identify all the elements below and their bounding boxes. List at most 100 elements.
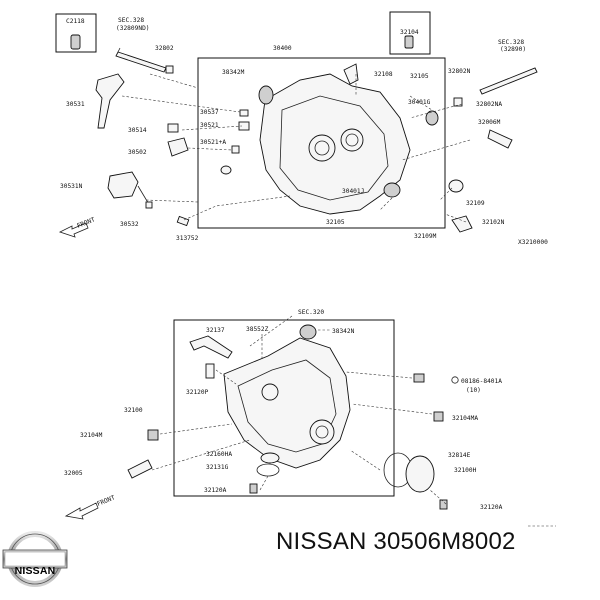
housing-frame: [197, 57, 446, 229]
label-30521a: 30521+A: [200, 139, 226, 146]
label-30537: 30537: [200, 109, 219, 116]
label-32802n: 32802N: [448, 68, 471, 75]
label-c2118: C2118: [66, 18, 85, 25]
label-32104m: 32104M: [80, 432, 103, 439]
label-38342m: 38342M: [222, 69, 245, 76]
p32108-part: [343, 63, 359, 85]
p08186-bolt: [413, 373, 425, 383]
p32120a-right-part: [439, 499, 448, 510]
housing-bore-2: [340, 128, 364, 152]
label-32109: 32109: [466, 200, 485, 207]
label-30514: 30514: [128, 127, 147, 134]
label-32109m: 32109M: [414, 233, 437, 240]
p32160ha-part: [260, 452, 280, 464]
p30521a-part: [231, 145, 240, 154]
label-30401j: 30401J: [342, 188, 364, 195]
label-32160ha: 32160HA: [206, 451, 232, 458]
part-number-caption: NISSAN 30506M8002: [276, 528, 516, 555]
front-arrow-lower-icon: [64, 502, 99, 520]
shift-rod-right: [479, 67, 538, 95]
p32109m-part: [451, 215, 473, 233]
label-32108: 32108: [374, 71, 393, 78]
p30532-part: [145, 201, 153, 209]
p32100h-cover: [405, 455, 435, 493]
label-32802na: 32802NA: [476, 101, 502, 108]
shift-fork-30531: [95, 73, 125, 129]
label-drawing-code: X3210000: [518, 239, 548, 246]
label-32802: 32802: [155, 45, 174, 52]
p32104-ref-box: [389, 11, 431, 55]
p32104ma-part: [433, 411, 444, 422]
c2118-ref-box: [55, 13, 97, 53]
bolt-symbol-icon: [451, 376, 459, 384]
label-30502: 30502: [128, 149, 147, 156]
label-sec328-right: SEC.328: [498, 39, 524, 46]
p38342m-seal: [258, 85, 274, 105]
p30537-part: [239, 109, 249, 117]
label-32102n: 32102N: [482, 219, 505, 226]
label-30401g: 30401G: [408, 99, 431, 106]
p32131g-part: [256, 463, 280, 477]
label-08186: 08186-8401A: [461, 378, 502, 385]
label-32120a-right: 32120A: [480, 504, 503, 511]
label-front-lower: FRONT: [96, 494, 116, 508]
label-32809nd: (32809ND): [116, 25, 150, 32]
p32137-lever: [189, 335, 233, 359]
label-32120p: 32120P: [186, 389, 209, 396]
shift-fork-30531n: [107, 171, 139, 199]
p32005-part: [127, 459, 153, 479]
lower-exploded-view: SEC.320 32137 38552Z 38342N 32120P 08186…: [64, 309, 556, 527]
label-32131g: 32131G: [206, 464, 229, 471]
label-32814e: 32814E: [448, 452, 471, 459]
label-313752: 313752: [176, 235, 199, 242]
p32104-part: [404, 35, 414, 49]
p32006m-part: [487, 129, 513, 149]
label-sec328-left: SEC.328: [118, 17, 144, 24]
p30401j-part: [383, 182, 401, 198]
label-32104: 32104: [400, 29, 419, 36]
label-32120a-left: 32120A: [204, 487, 227, 494]
p30514-part: [167, 123, 179, 133]
upper-exploded-view: C2118 SEC.328 (32809ND) 32802 30400 3210…: [55, 11, 548, 246]
nissan-logo-text: NISSAN: [14, 565, 56, 577]
label-32104ma: 32104MA: [452, 415, 478, 422]
p32802na-part: [453, 97, 463, 107]
label-front-upper: FRONT: [76, 216, 96, 230]
label-32100: 32100: [124, 407, 143, 414]
small-pin: [220, 165, 232, 175]
label-sec320: SEC.320: [298, 309, 324, 316]
nissan-logo-icon: [2, 531, 68, 587]
p32802-part: [165, 65, 174, 74]
label-30400: 30400: [273, 45, 292, 52]
label-08186-qty: (10): [466, 387, 481, 394]
p32104m-part: [147, 429, 159, 441]
housing-bore-1: [308, 134, 336, 162]
p32120p-part: [205, 363, 215, 379]
p32109-part: [448, 179, 464, 193]
label-30531: 30531: [66, 101, 85, 108]
label-38342n: 38342N: [332, 328, 355, 335]
label-32006m: 32006M: [478, 119, 501, 126]
case-boss: [261, 383, 279, 401]
label-32105-b: 32105: [326, 219, 345, 226]
case-bore: [309, 419, 335, 445]
label-30532: 30532: [120, 221, 139, 228]
p30521-part: [238, 121, 250, 131]
p32120a-left-part: [249, 483, 258, 494]
p313752-part: [176, 215, 190, 227]
p38342n-seal: [299, 324, 317, 340]
c2118-part: [70, 34, 81, 50]
label-30531n: 30531N: [60, 183, 83, 190]
p30401g-part: [425, 110, 439, 126]
label-38552z: 38552Z: [246, 326, 269, 333]
label-32137: 32137: [206, 327, 225, 334]
label-32100h: 32100H: [454, 467, 477, 474]
label-32890: (32890): [500, 46, 526, 53]
p30502-part: [167, 137, 189, 157]
label-32005: 32005: [64, 470, 83, 477]
label-32105-a: 32105: [410, 73, 429, 80]
front-arrow-upper-icon: [58, 222, 89, 238]
case-frame: [173, 319, 395, 497]
shift-rod-left: [115, 51, 167, 73]
